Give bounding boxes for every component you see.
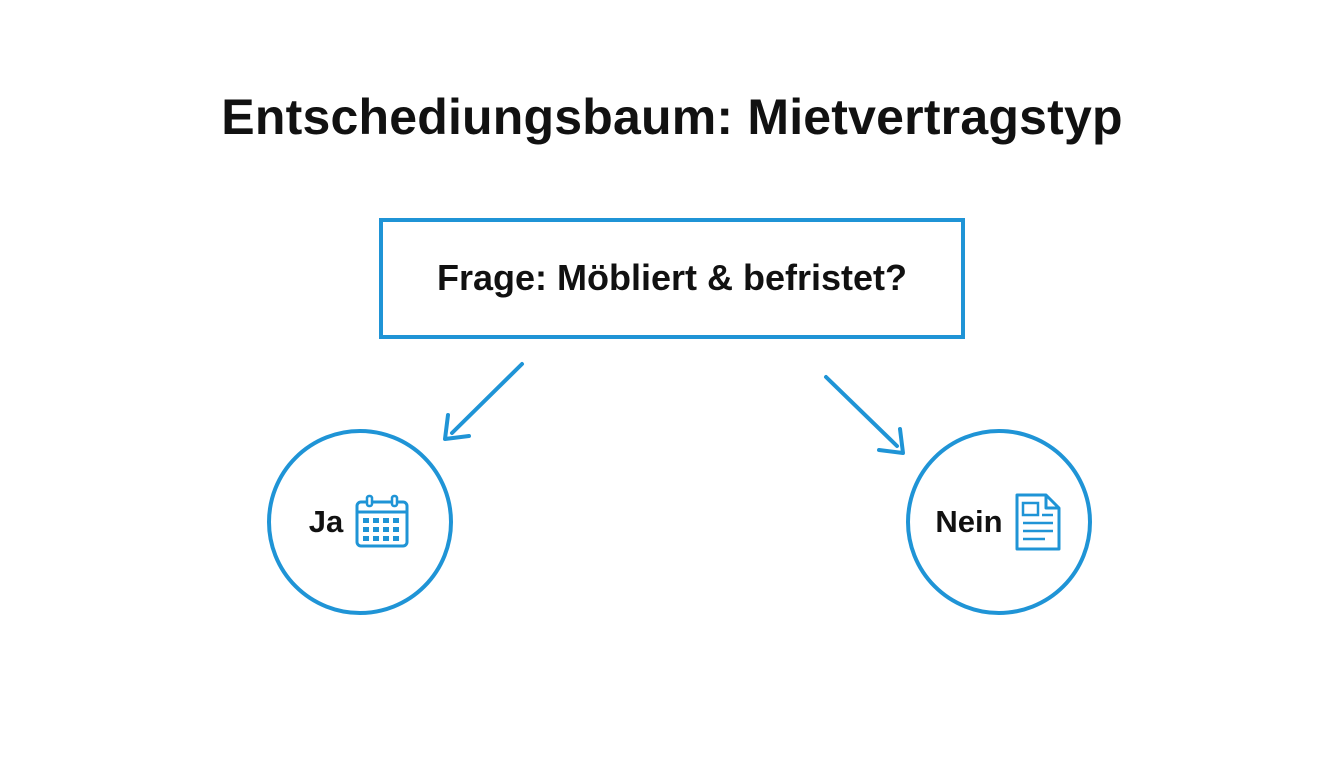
diagram-title: Entschediungsbaum: Mietvertragstyp bbox=[221, 89, 1123, 145]
answer-no-label: Nein bbox=[935, 504, 1003, 539]
document-icon bbox=[1013, 492, 1063, 552]
answer-yes-node: Ja bbox=[267, 429, 453, 615]
arrow-to-no bbox=[824, 375, 905, 455]
answer-no-node: Nein bbox=[906, 429, 1092, 615]
answer-yes-label: Ja bbox=[308, 504, 344, 539]
arrow-to-yes bbox=[443, 362, 524, 441]
question-label: Frage: Möbliert & befristet? bbox=[436, 256, 908, 298]
calendar-icon bbox=[353, 493, 411, 551]
question-node: Frage: Möbliert & befristet? bbox=[379, 218, 965, 339]
